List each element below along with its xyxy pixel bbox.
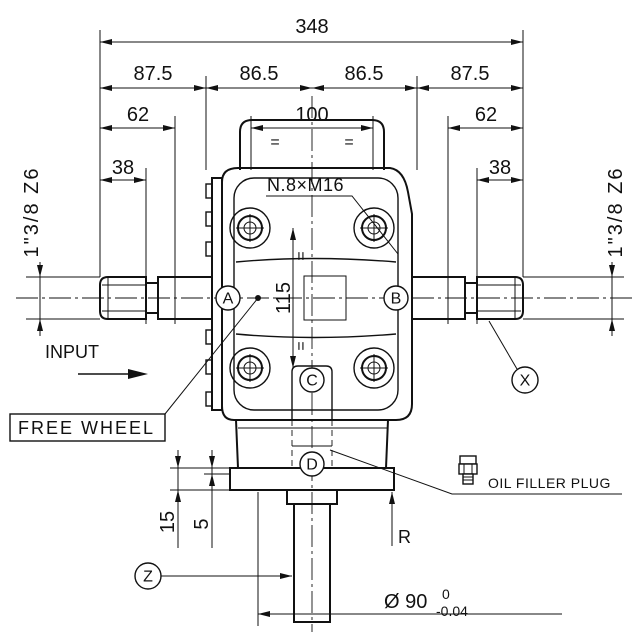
bolt-boss xyxy=(353,207,395,249)
tolerance-upper: 0 xyxy=(442,586,450,602)
marker-z: Z xyxy=(134,562,162,590)
free-wheel-box xyxy=(9,413,166,442)
dim-spline-right-label: 38 xyxy=(489,157,511,179)
dim-segment-label: 87.5 xyxy=(451,63,490,85)
plug-hex xyxy=(458,463,478,475)
marker-letter: A xyxy=(223,291,234,308)
tolerance-lower: -0.04 xyxy=(436,603,468,619)
bolt-boss xyxy=(229,207,271,249)
dim-cover-label: 100 xyxy=(295,104,328,126)
bolt-leader xyxy=(266,195,399,255)
dim-shoulder-right-label: 62 xyxy=(475,104,497,126)
plug-cap xyxy=(459,455,477,465)
free-wheel-label: FREE WHEEL xyxy=(18,418,155,438)
dim-segment-label: 86.5 xyxy=(345,63,384,85)
marker-letter: X xyxy=(520,373,531,390)
marker-b: B xyxy=(383,285,409,311)
dim-shaft-right-label: 1"3/8 Z6 xyxy=(605,167,627,258)
marker-circle xyxy=(299,367,325,393)
center-lines xyxy=(16,96,634,632)
bore-upper-edge xyxy=(235,257,397,263)
dimension-lines xyxy=(37,39,615,617)
marker-circle xyxy=(383,285,409,311)
free-wheel-leader xyxy=(164,297,259,415)
dim-segment-label: 86.5 xyxy=(240,63,279,85)
oil-filler-plug-label: OIL FILLER PLUG xyxy=(488,475,611,491)
oil-plug-leader xyxy=(329,449,622,495)
circled-markers: A B C D X Z xyxy=(134,285,539,590)
cover-bolt xyxy=(353,347,395,389)
marker-letter: D xyxy=(306,457,318,474)
marker-letter: B xyxy=(391,291,402,308)
marker-d: D xyxy=(299,451,325,477)
bore-lower-edge xyxy=(235,333,397,339)
dimension-text: 348 87.5 86.5 86.5 87.5 62 100 62 = = 38… xyxy=(21,16,627,619)
left-input-shaft xyxy=(99,276,213,320)
lower-housing xyxy=(235,419,389,469)
x-leader xyxy=(488,320,518,370)
marker-letter: C xyxy=(306,373,318,390)
arrow-right-icon xyxy=(78,369,148,379)
cover-bolt xyxy=(353,207,395,249)
extension-lines xyxy=(26,30,624,626)
cover-bolt xyxy=(229,347,271,389)
gearbox-body xyxy=(205,119,413,623)
free-wheel-dot xyxy=(255,295,261,301)
marker-circle xyxy=(215,285,241,311)
dim-segment-label: 87.5 xyxy=(134,63,173,85)
side-bolt-head xyxy=(205,241,213,257)
marker-circle xyxy=(511,366,539,394)
radial-load-label: R xyxy=(398,527,411,547)
side-bolt-head xyxy=(205,183,213,199)
bolt-boss xyxy=(353,347,395,389)
marker-circle xyxy=(134,562,162,590)
input-arrow-head xyxy=(128,369,148,379)
dim-pilot-diameter-label: Ø 90 xyxy=(384,591,427,613)
dim-flange-5-label: 5 xyxy=(191,518,213,529)
marker-x: X xyxy=(511,366,539,394)
bolt-spec-label: N.8×M16 xyxy=(267,175,344,195)
dim-shoulder-left-label: 62 xyxy=(127,104,149,126)
oil-filler-plug-icon xyxy=(458,455,478,485)
cover-bolt xyxy=(229,207,271,249)
dim-bolt-pitch-label: 115 xyxy=(273,282,295,314)
equal-mark: = xyxy=(270,134,279,151)
marker-a: A xyxy=(215,285,241,311)
marker-c: C xyxy=(299,367,325,393)
equal-mark: = xyxy=(293,341,310,350)
equal-mark: = xyxy=(344,134,353,151)
dim-overall-label: 348 xyxy=(295,16,328,38)
equal-mark: = xyxy=(293,251,310,260)
plug-thread xyxy=(462,473,474,485)
labels: N.8×M16 INPUT FREE WHEEL OIL FILLER PLUG… xyxy=(9,175,611,547)
marker-circle xyxy=(299,451,325,477)
leader-lines xyxy=(161,195,622,579)
bolt-boss xyxy=(229,347,271,389)
side-bolt-head xyxy=(205,359,213,375)
input-label: INPUT xyxy=(45,342,99,362)
dim-flange-15-label: 15 xyxy=(157,511,179,533)
marker-letter: Z xyxy=(143,569,153,586)
top-cover xyxy=(239,119,385,170)
side-bolt-head xyxy=(205,329,213,345)
dim-spline-left-label: 38 xyxy=(112,157,134,179)
dim-shaft-left-label: 1"3/8 Z6 xyxy=(21,167,43,258)
side-bolt-head xyxy=(205,391,213,407)
side-bolt-head xyxy=(205,211,213,227)
